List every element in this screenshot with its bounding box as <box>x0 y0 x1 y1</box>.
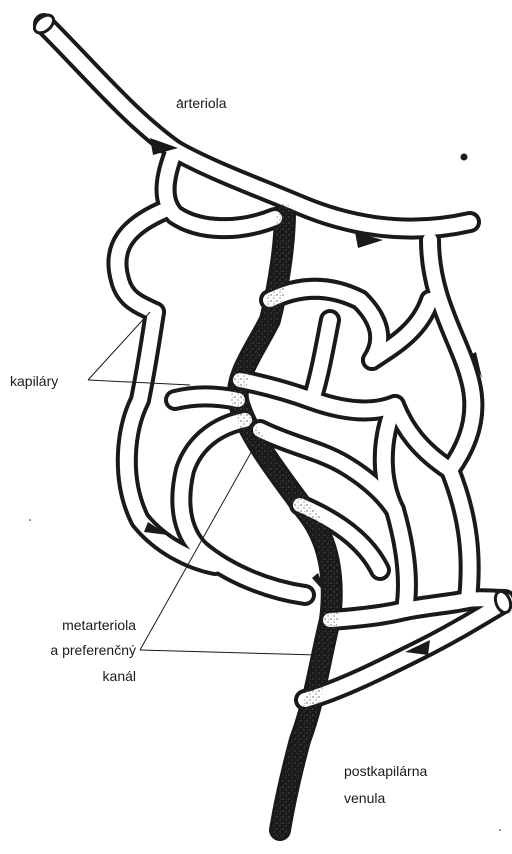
label-kapilary: kapiláry <box>10 373 58 389</box>
ink-speck <box>499 829 501 831</box>
label-metarteriola-line1: metarteriola <box>62 617 136 633</box>
label-arteriola: arteriola <box>176 95 227 111</box>
label-venula-line1: postkapilárna <box>344 763 427 779</box>
label-venula-line2: venula <box>344 790 385 806</box>
ink-speck <box>461 154 468 161</box>
label-metarteriola-line2: a preferenčný <box>50 642 136 658</box>
vessel-network <box>31 12 512 830</box>
ink-speck <box>29 519 31 521</box>
label-metarteriola-line3: kanál <box>103 668 136 684</box>
vessel-outlines <box>44 24 505 830</box>
metarteriola-leader-2 <box>140 650 318 655</box>
